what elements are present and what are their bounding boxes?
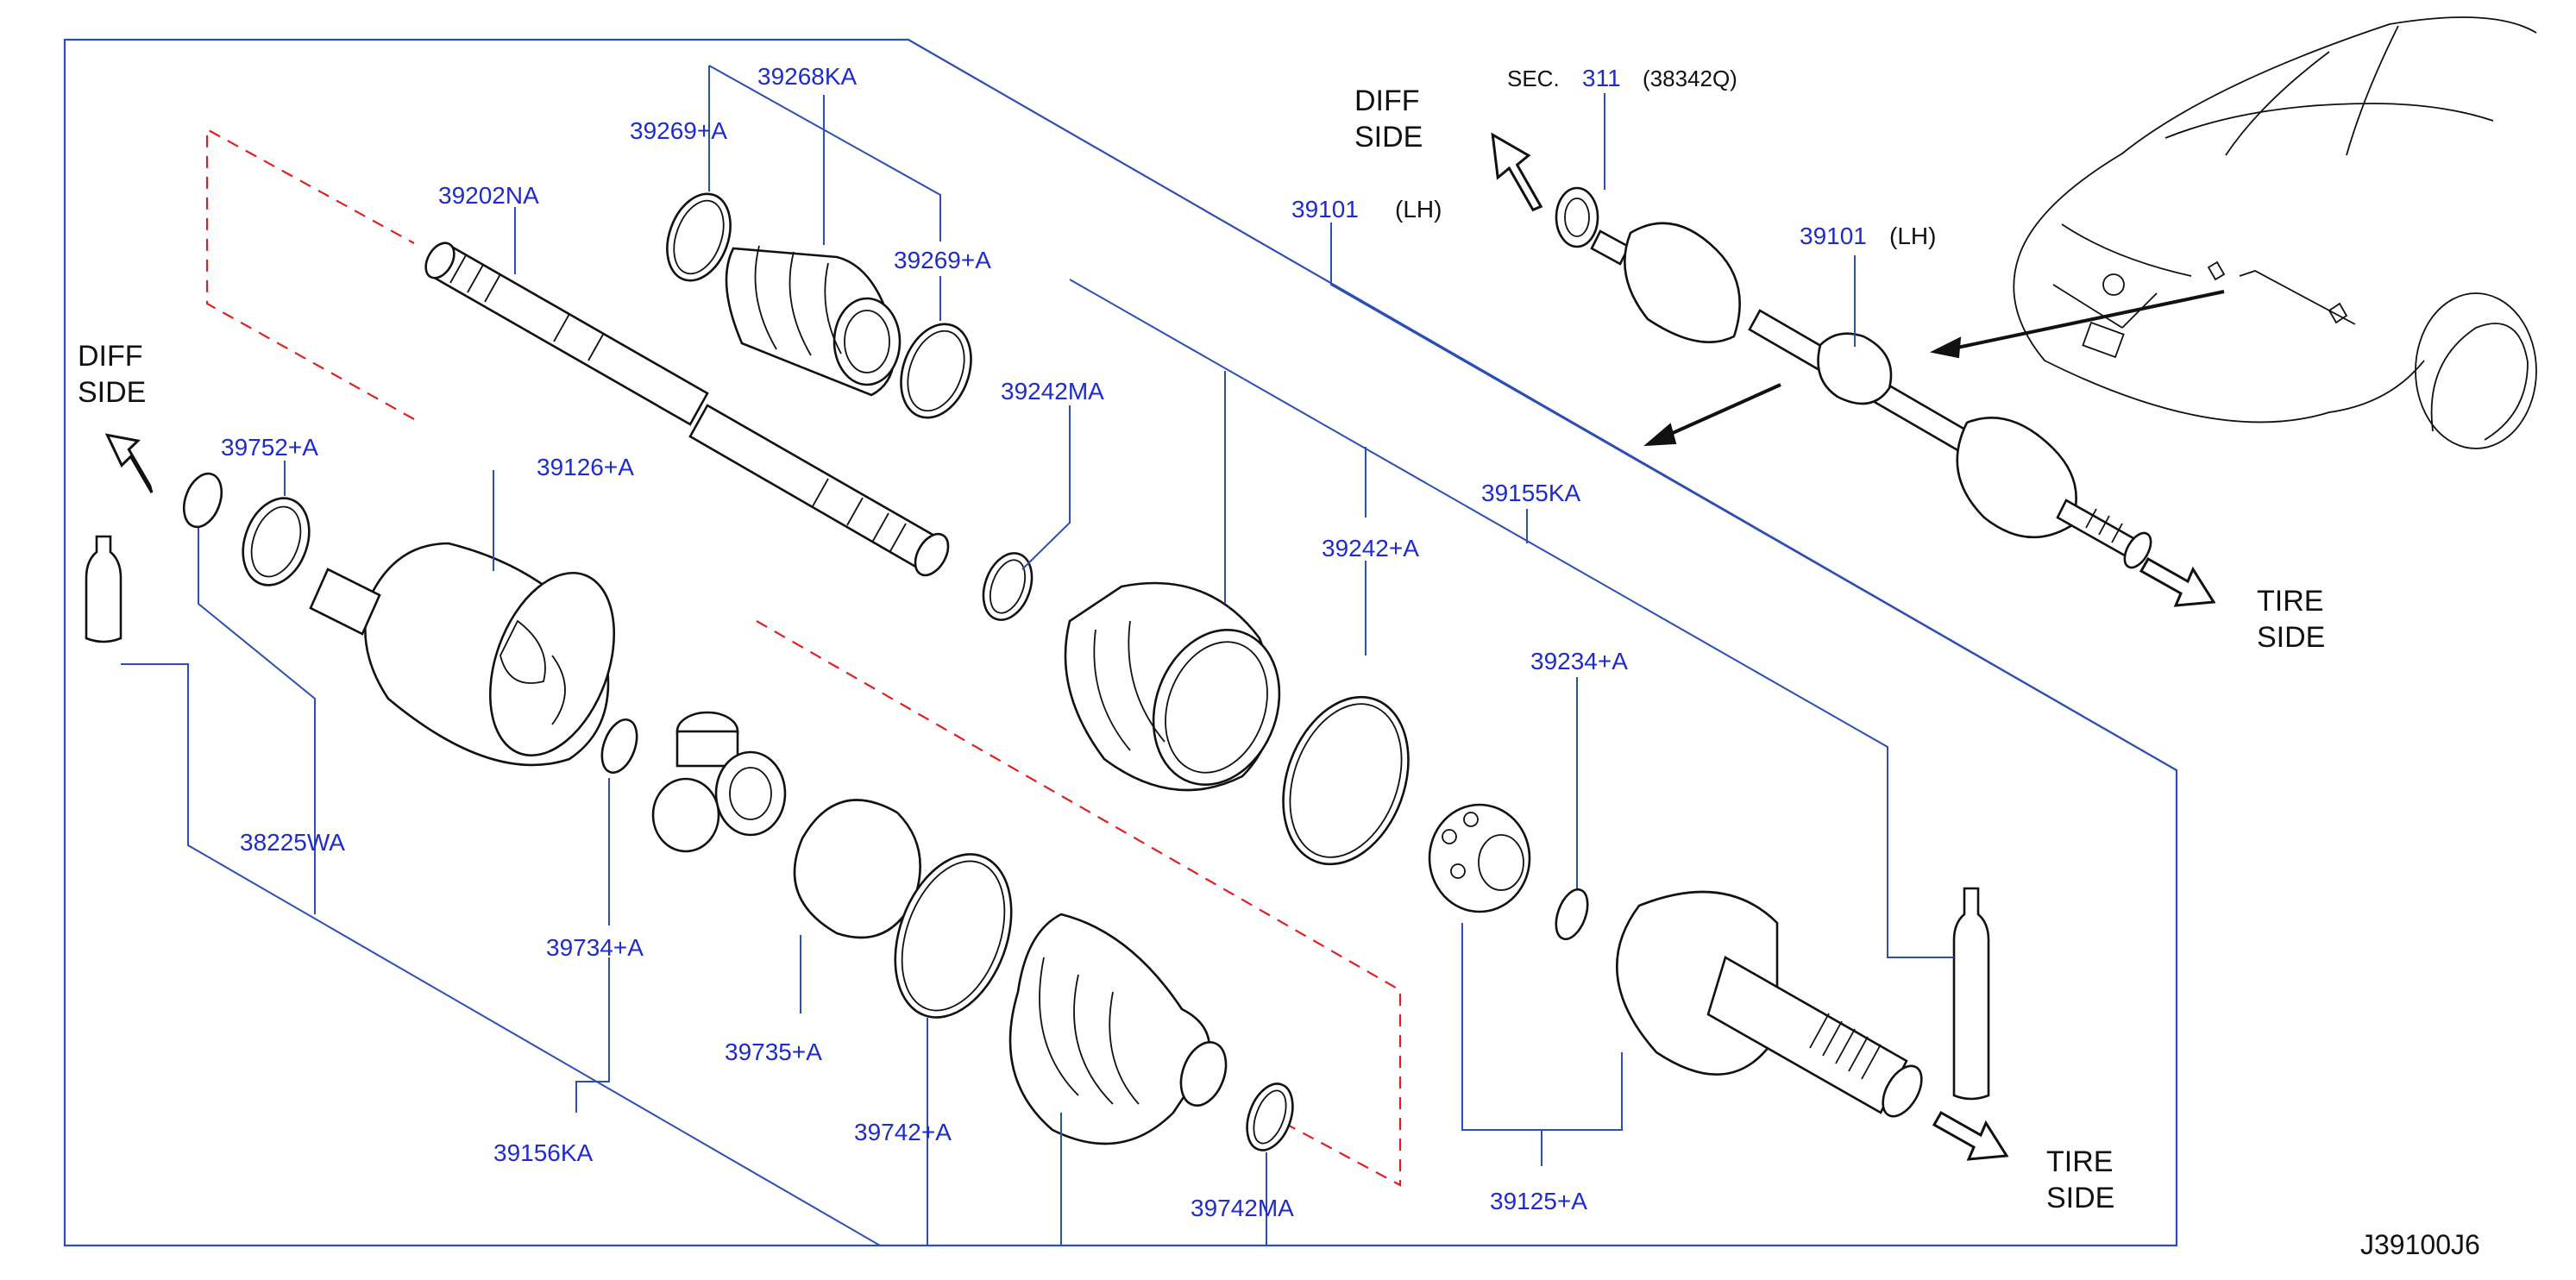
inner-joint-group-outline: [756, 620, 1402, 1187]
snap-ring-39735A: [793, 799, 921, 939]
inset-label-sec: SEC.: [1507, 66, 1560, 91]
label-39202NA: 39202NA: [438, 182, 539, 209]
tire-side-bottom-line1: TIRE: [2046, 1145, 2113, 1178]
boot-part-outer: [1064, 581, 1281, 792]
leader-39156KA: [575, 957, 610, 1113]
inset-drive-shaft: [1555, 186, 2152, 569]
inset-label-39101: 39101: [1800, 223, 1867, 249]
outer-joint-part: [1616, 890, 1923, 1118]
label-39752A: 39752+A: [221, 434, 318, 461]
leader-38225WA-tube: [121, 663, 881, 1246]
vehicle-inset: [2013, 16, 2537, 449]
drive-shaft-part: [424, 242, 950, 577]
leader-39268KA: [708, 65, 941, 242]
diff-side-arrow-top: [1491, 132, 1543, 212]
snap-ring-39734A: [600, 718, 638, 774]
band-clamp-upper-right: [900, 323, 972, 419]
shaft-group-outline: [205, 128, 415, 420]
band-clamp-39242A: [1282, 695, 1410, 866]
leader-38225WA-ring: [198, 528, 316, 914]
diff-side-top-line1: DIFF: [1354, 85, 1420, 117]
grease-tube-left: [85, 535, 123, 643]
diff-side-left-line2: SIDE: [78, 376, 146, 409]
oil-seal-part: [242, 497, 311, 587]
tire-side-arrow-bottom: [1932, 1110, 2009, 1161]
inset-pointer-arrow-lower: [1664, 383, 1781, 438]
band-clamp-upper-left: [666, 192, 732, 282]
leader-39242-group: [1069, 279, 1954, 958]
label-39234A: 39234+A: [1530, 648, 1628, 675]
label-39155KA: 39155KA: [1481, 480, 1581, 506]
label-39156KA: 39156KA: [493, 1139, 594, 1166]
inset-label-sec-ref: (38342Q): [1643, 66, 1737, 91]
diagram-code: J39100J6: [2360, 1229, 2480, 1260]
leader-39101: [1330, 223, 2177, 771]
band-clamp-39242MA: [982, 552, 1034, 621]
label-38225WA: 38225WA: [240, 829, 345, 856]
label-39742A: 39742+A: [854, 1119, 952, 1145]
boot-part-inner: [1008, 913, 1228, 1145]
label-39126A: 39126+A: [537, 454, 634, 480]
label-39268KA: 39268KA: [757, 63, 858, 90]
label-39742MA: 39742MA: [1191, 1195, 1294, 1221]
diff-side-arrow-left: [104, 433, 154, 493]
grease-tube-right: [1952, 887, 1990, 1101]
label-39269A-1: 39269+A: [630, 117, 727, 144]
inset-pointer-arrowhead-upper: [1929, 336, 1962, 359]
diff-side-top-line2: SIDE: [1354, 121, 1423, 154]
band-clamp-39742MA: [1246, 1082, 1294, 1151]
label-39734A: 39734+A: [546, 934, 644, 961]
label-39735A: 39735+A: [725, 1038, 822, 1065]
assembly-frame: [63, 38, 2178, 1247]
leader-39125A: [1461, 923, 1623, 1131]
label-39269A-2: 39269+A: [894, 247, 991, 273]
bearing-cage-part: [1428, 803, 1531, 913]
inset-pointer-arrow-upper: [1952, 290, 2225, 350]
label-39125A: 39125+A: [1490, 1188, 1587, 1214]
tripod-spider-part: [651, 711, 787, 853]
label-39101: 39101: [1291, 196, 1359, 223]
inset-pointer-arrowhead-lower: [1643, 423, 1677, 447]
diff-side-left-line1: DIFF: [78, 340, 143, 373]
inset-label-sec-number: 311: [1582, 65, 1621, 91]
tire-side-right-line1: TIRE: [2257, 585, 2323, 618]
inset-label-lh: (LH): [1889, 223, 1936, 249]
label-39101-lh: (LH): [1395, 196, 1442, 223]
tire-side-bottom-line2: SIDE: [2046, 1182, 2114, 1214]
label-39242A: 39242+A: [1322, 535, 1419, 562]
band-clamp-39742A: [894, 853, 1013, 1019]
inner-joint-housing-part: [309, 542, 616, 767]
leader-39242MA: [1021, 405, 1071, 570]
snap-ring-outer: [1555, 888, 1589, 941]
label-39242MA: 39242MA: [1001, 378, 1104, 405]
tire-side-arrow-right: [2139, 556, 2216, 607]
tire-side-right-line2: SIDE: [2257, 621, 2325, 654]
snap-ring-left: [182, 472, 223, 529]
boot-part-upper: [725, 245, 902, 397]
